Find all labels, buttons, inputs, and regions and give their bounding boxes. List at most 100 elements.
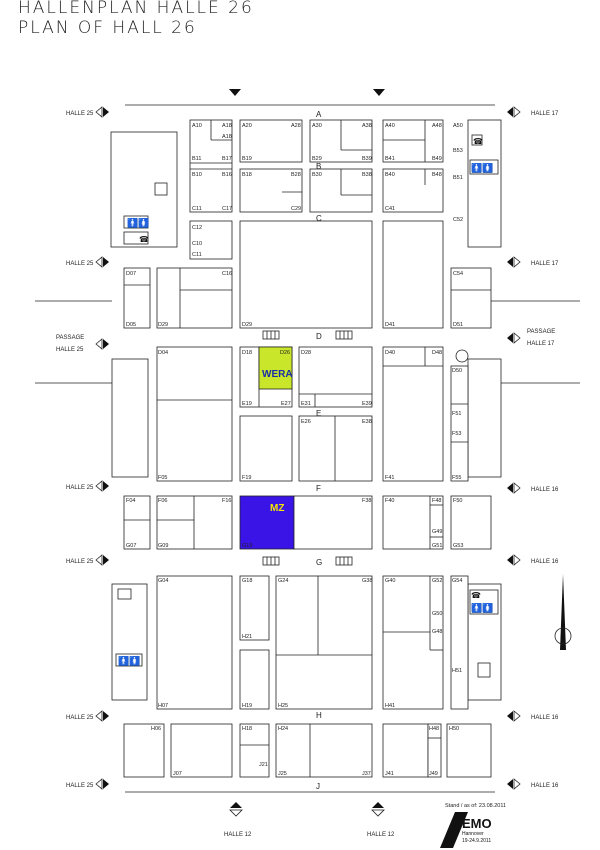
stand-block-A10[interactable]: A10 A18 A18 B11 B17 B10 B16 C11 C17 [189, 119, 233, 213]
stand-block-G24[interactable]: G24 G38 H25 [275, 575, 372, 710]
stand-block-D04[interactable]: D04 F05 [156, 346, 233, 482]
left-door-icons [95, 106, 109, 790]
svg-text:D26: D26 [280, 350, 290, 356]
stand-block-D29-left[interactable]: C16 D29 [156, 267, 233, 329]
north-arrow-icon: N [554, 574, 572, 650]
svg-text:F50: F50 [453, 498, 462, 504]
svg-text:A28: A28 [291, 123, 301, 129]
stand-labels-right-column: A50 B53 B51 C52 [453, 123, 463, 223]
stand-block-F50[interactable]: F50 G53 [450, 495, 492, 550]
svg-text:B39: B39 [362, 156, 372, 162]
stand-block-G18[interactable]: G18 H21 [239, 575, 270, 641]
stand-block-H24[interactable]: H24 J25 J37 [275, 723, 373, 778]
svg-text:Hannover: Hannover [462, 831, 484, 837]
svg-text:19-24.9.2011: 19-24.9.2011 [462, 838, 491, 844]
aisle-lines [35, 104, 580, 793]
stand-block-F40[interactable]: F40 F48 G49 G51 [382, 495, 444, 550]
exhibitor-WERA[interactable]: WERA D26 [258, 346, 293, 390]
svg-text:G52: G52 [432, 578, 442, 584]
exhibitor-MZ[interactable]: MZ G19 [239, 495, 295, 550]
stand-block-G40[interactable]: G40 G52 G50 G48 H41 [382, 575, 444, 710]
stand-block-F38[interactable]: F38 [293, 495, 373, 550]
svg-text:D29: D29 [158, 322, 168, 328]
svg-text:J37: J37 [362, 771, 371, 777]
svg-text:D07: D07 [126, 271, 136, 277]
stand-block-E26[interactable]: E26 E38 [298, 415, 373, 482]
svg-text:G04: G04 [158, 578, 168, 584]
svg-text:☎: ☎ [471, 591, 481, 600]
svg-text:B41: B41 [385, 156, 395, 162]
svg-text:C12: C12 [192, 225, 202, 231]
svg-text:G54: G54 [452, 578, 462, 584]
svg-text:D28: D28 [301, 350, 311, 356]
svg-text:C29: C29 [291, 206, 301, 212]
svg-text:F04: F04 [126, 498, 135, 504]
stand-block-F19[interactable]: F19 [239, 415, 293, 482]
svg-text:F48: F48 [432, 498, 441, 504]
svg-text:H41: H41 [385, 703, 395, 709]
stand-block-D28[interactable]: D28 E31 E39 [298, 346, 373, 408]
svg-text:H19: H19 [242, 703, 252, 709]
svg-text:G53: G53 [453, 543, 463, 549]
stand-block-F06[interactable]: F06 F16 G09 [156, 495, 233, 550]
stand-block-C-large[interactable]: D29 [239, 220, 373, 329]
stand-block-A40[interactable]: A40 A48 B41 B49 B40 B48 C41 [382, 119, 444, 213]
svg-text:HALLE 16: HALLE 16 [531, 487, 559, 493]
svg-text:E19: E19 [242, 401, 252, 407]
stand-block-D41[interactable]: D41 [382, 220, 444, 329]
svg-text:J41: J41 [385, 771, 394, 777]
service-block-right-bottom [467, 583, 502, 701]
stand-block-J07[interactable]: J07 [170, 723, 233, 778]
svg-text:D51: D51 [453, 322, 463, 328]
stand-block-D07[interactable]: D07 D05 [123, 267, 151, 329]
stand-block-G04[interactable]: G04 H07 [156, 575, 233, 710]
aisle-E: E [316, 409, 321, 418]
map-title-german: HALLENPLAN HALLE 26 [18, 0, 254, 18]
stand-block-D50[interactable]: D50 F51 F53 F55 [450, 365, 469, 482]
svg-text:HALLE 16: HALLE 16 [531, 715, 559, 721]
svg-text:C10: C10 [192, 241, 202, 247]
svg-text:HALLE 25: HALLE 25 [56, 347, 84, 353]
svg-text:🚹🚺: 🚹🚺 [118, 655, 140, 667]
stand-block-A20[interactable]: A20 A28 B19 B18 B28 C29 [239, 119, 303, 213]
stand-block-F04[interactable]: F04 G07 [123, 495, 151, 550]
svg-text:HALLE 17: HALLE 17 [531, 111, 559, 117]
svg-text:H21: H21 [242, 634, 252, 640]
svg-text:F05: F05 [158, 475, 167, 481]
svg-text:B10: B10 [192, 172, 202, 178]
svg-text:D05: D05 [126, 322, 136, 328]
svg-text:HALLE 17: HALLE 17 [531, 261, 559, 267]
stand-block-C54[interactable]: C54 D51 [450, 267, 492, 329]
right-hall-labels: HALLE 17 HALLE 17 PASSAGE HALLE 17 HALLE… [527, 111, 559, 789]
aisle-J: J [316, 782, 320, 791]
stand-block-H48[interactable]: H48 J49 [427, 723, 442, 778]
svg-text:D04: D04 [158, 350, 168, 356]
svg-text:☎: ☎ [473, 137, 483, 146]
stand-block-H50[interactable]: H50 [446, 723, 492, 778]
service-block-left-mid [111, 358, 149, 478]
seating-icon [262, 330, 353, 566]
svg-text:HALLE 12: HALLE 12 [224, 832, 252, 838]
svg-text:F40: F40 [385, 498, 394, 504]
stand-block-C12[interactable]: C12 C10 C11 [189, 220, 233, 260]
right-door-icons [507, 106, 521, 790]
svg-text:PASSAGE: PASSAGE [527, 329, 555, 335]
toilet-icon: 🚹🚺 [127, 217, 149, 229]
svg-text:HALLE 25: HALLE 25 [66, 715, 94, 721]
stand-block-H06[interactable]: H06 [123, 723, 165, 778]
svg-text:C54: C54 [453, 271, 463, 277]
svg-text:J07: J07 [173, 771, 182, 777]
exhibitor-WERA-label: WERA [262, 369, 293, 380]
svg-text:G07: G07 [126, 543, 136, 549]
stand-block-H19[interactable]: H19 [239, 649, 270, 710]
aisle-F: F [316, 484, 321, 493]
svg-text:E31: E31 [301, 401, 311, 407]
svg-text:HALLE 25: HALLE 25 [66, 111, 94, 117]
svg-text:D50: D50 [452, 368, 462, 374]
stand-block-A30[interactable]: A30 A38 B29 B39 B30 B38 [309, 119, 373, 213]
svg-text:H25: H25 [278, 703, 288, 709]
svg-text:PASSAGE: PASSAGE [56, 335, 84, 341]
stand-block-H18[interactable]: H18 J21 [239, 723, 270, 778]
stand-block-D40[interactable]: D40 D48 F41 [382, 346, 444, 482]
stand-block-H38[interactable]: J41 [382, 723, 429, 778]
